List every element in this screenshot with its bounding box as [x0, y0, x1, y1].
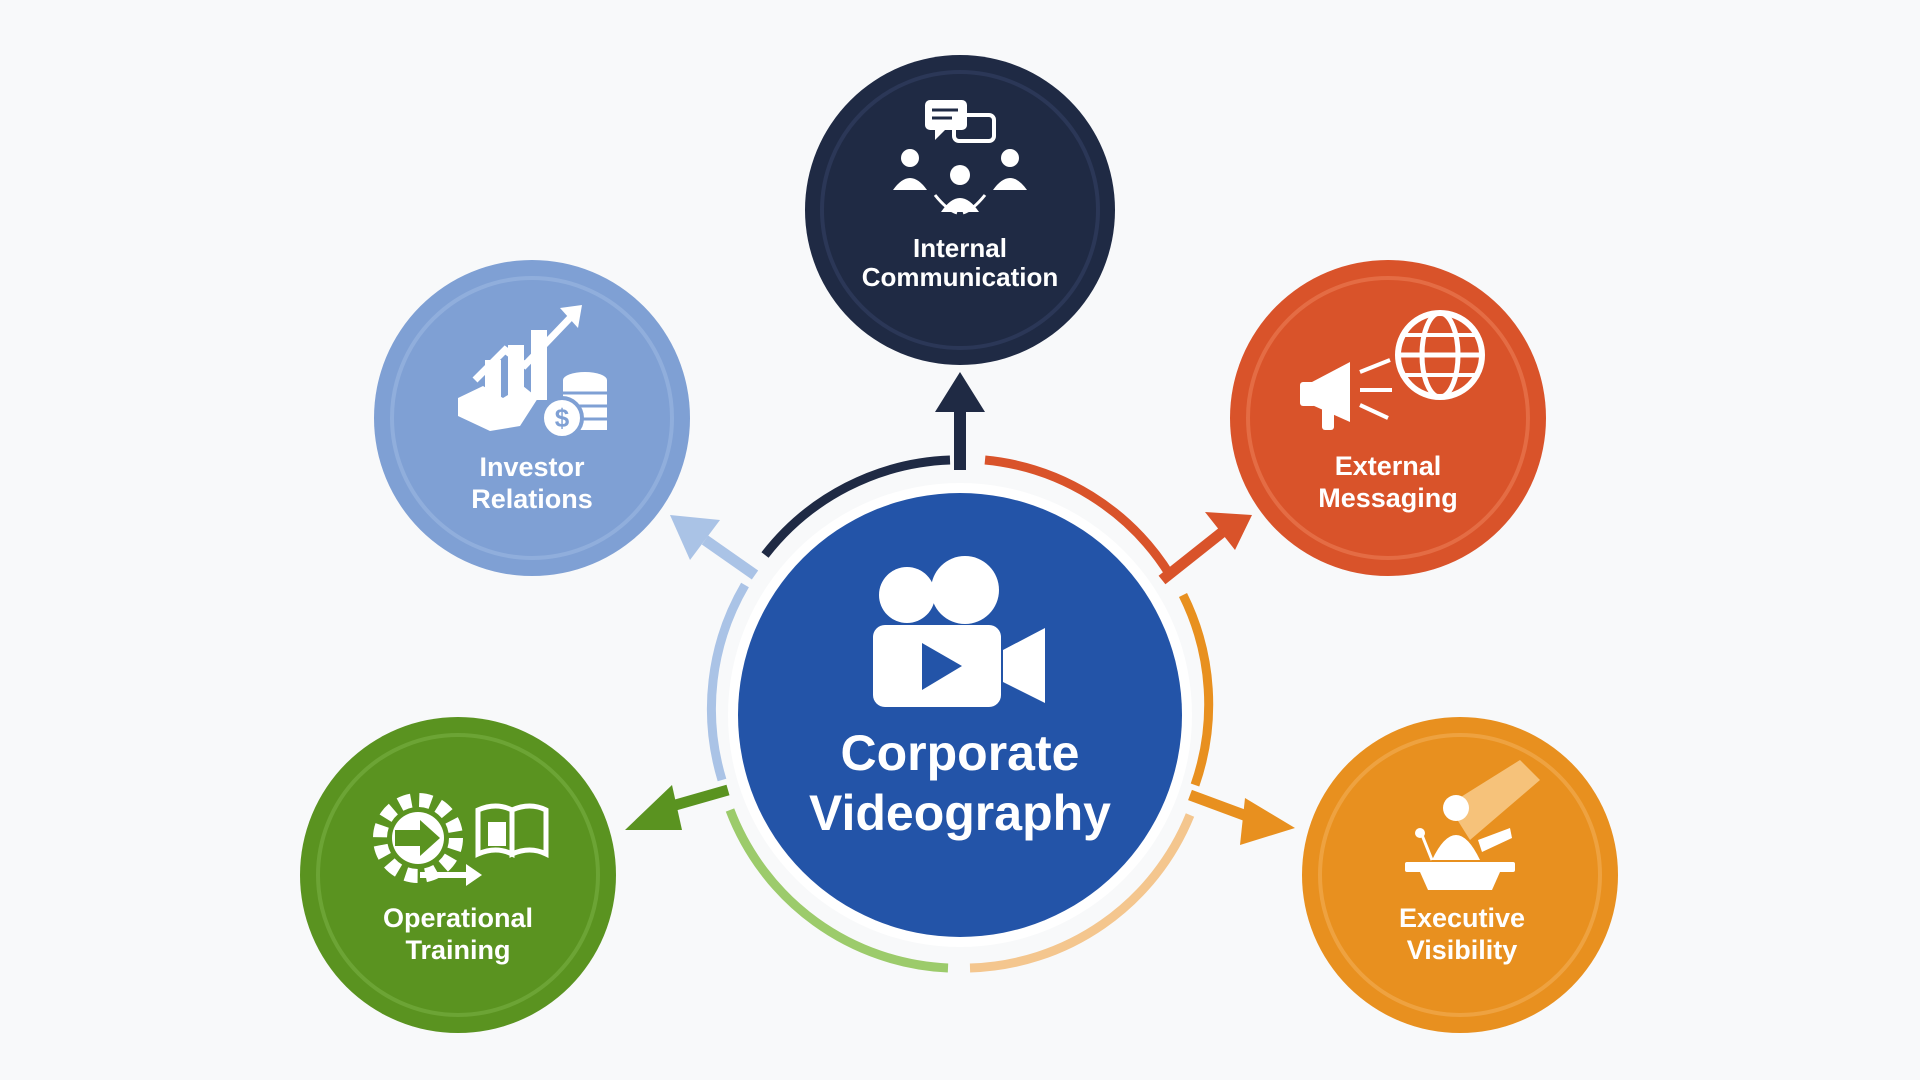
node-inner-ring — [316, 733, 600, 1017]
center-node: Corporate Videography — [728, 483, 1192, 947]
node-executive-line2: Visibility — [1407, 935, 1518, 965]
node-training-line1: Operational — [383, 903, 533, 933]
node-internal-communication: Internal Communication — [805, 55, 1115, 365]
center-ring — [706, 455, 1214, 973]
arrow-external-head — [1205, 512, 1252, 550]
center-title-line2: Videography — [809, 785, 1111, 841]
node-inner-ring — [1246, 276, 1530, 560]
team-chat-icon — [893, 100, 1027, 215]
svg-text:$: $ — [555, 403, 570, 433]
ring-segment-executive-light — [969, 813, 1195, 973]
ring-segment-training — [725, 808, 949, 973]
node-investor-line1: Investor — [479, 452, 585, 482]
ring-segment-external — [984, 455, 1174, 578]
arrow-internal-head — [935, 372, 985, 412]
gear-book-icon — [373, 793, 549, 886]
node-investor-relations: $ Investor Relations — [374, 260, 690, 576]
center-circle-fill — [738, 493, 1182, 937]
node-executive-line1: Executive — [1399, 903, 1525, 933]
center-title-line1: Corporate — [841, 725, 1080, 781]
arrow-training-head — [625, 785, 682, 830]
node-external-line1: External — [1335, 451, 1442, 481]
ring-segment-internal — [761, 455, 951, 558]
node-investor-line2: Relations — [471, 484, 593, 514]
node-operational-training: Operational Training — [300, 717, 616, 1033]
arrow-external-shaft — [1158, 525, 1229, 585]
arrow-executive-shaft — [1188, 789, 1254, 824]
node-internal-line2: Communication — [862, 262, 1058, 292]
growth-handshake-coins-icon: $ — [458, 305, 607, 440]
speaker-podium-icon — [1405, 760, 1540, 890]
node-executive-visibility: Executive Visibility — [1302, 717, 1618, 1033]
connector-arrows — [625, 372, 1295, 845]
node-training-line2: Training — [405, 935, 510, 965]
node-inner-ring — [390, 276, 674, 560]
video-camera-icon — [873, 556, 1045, 707]
node-circle — [374, 260, 690, 576]
node-external-messaging: External Messaging — [1230, 260, 1546, 576]
arrow-investor-head — [670, 515, 720, 560]
node-external-line2: Messaging — [1318, 483, 1458, 513]
node-internal-line1: Internal — [913, 233, 1007, 263]
megaphone-globe-icon — [1300, 310, 1485, 430]
ring-segment-executive — [1178, 592, 1214, 787]
arrow-investor-shaft — [701, 535, 759, 580]
node-inner-ring — [820, 70, 1100, 350]
arrow-executive-head — [1240, 798, 1295, 845]
node-inner-ring — [1318, 733, 1602, 1017]
ring-segment-investor — [706, 582, 749, 782]
